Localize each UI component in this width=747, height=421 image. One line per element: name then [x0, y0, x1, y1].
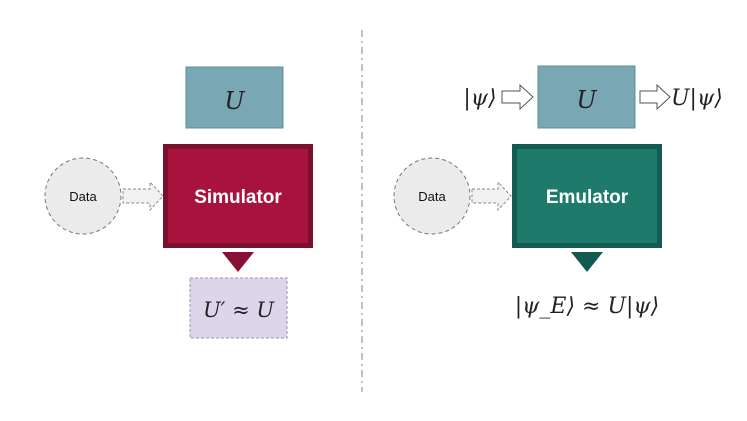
right-data-circle	[393, 157, 471, 235]
emulator-box	[512, 144, 662, 248]
left-unitary-box	[185, 66, 284, 129]
left-down-arrow-icon	[222, 252, 254, 272]
right-down-arrow-icon	[571, 252, 603, 272]
right-data-label: Data	[418, 189, 446, 204]
left-data-circle	[44, 157, 122, 235]
input-arrow-icon	[501, 83, 534, 111]
left-output-label: U′ ≈ U	[203, 298, 275, 322]
output-arrow-icon	[639, 83, 671, 111]
left-data-arrow-icon	[122, 180, 164, 212]
right-output-label: |ψ_E⟩ ≈ U|ψ⟩	[515, 294, 660, 319]
simulator-box	[163, 144, 313, 248]
left-output-box	[189, 277, 288, 339]
left-panel: U Data Simulator U′ ≈ U	[44, 66, 313, 339]
right-data-arrow-icon	[471, 180, 512, 212]
right-unitary-box	[537, 65, 636, 129]
simulator-title: Simulator	[194, 187, 282, 208]
emulator-title: Emulator	[546, 187, 629, 208]
output-state-label: U|ψ⟩	[671, 86, 723, 111]
right-unitary-label: U	[576, 86, 597, 114]
input-state-label: |ψ⟩	[463, 86, 496, 111]
left-data-label: Data	[69, 189, 97, 204]
right-panel: |ψ⟩ U U|ψ⟩ Data Emulator |ψ_E⟩ ≈ U|ψ⟩	[393, 65, 723, 319]
left-unitary-label: U	[224, 87, 245, 115]
